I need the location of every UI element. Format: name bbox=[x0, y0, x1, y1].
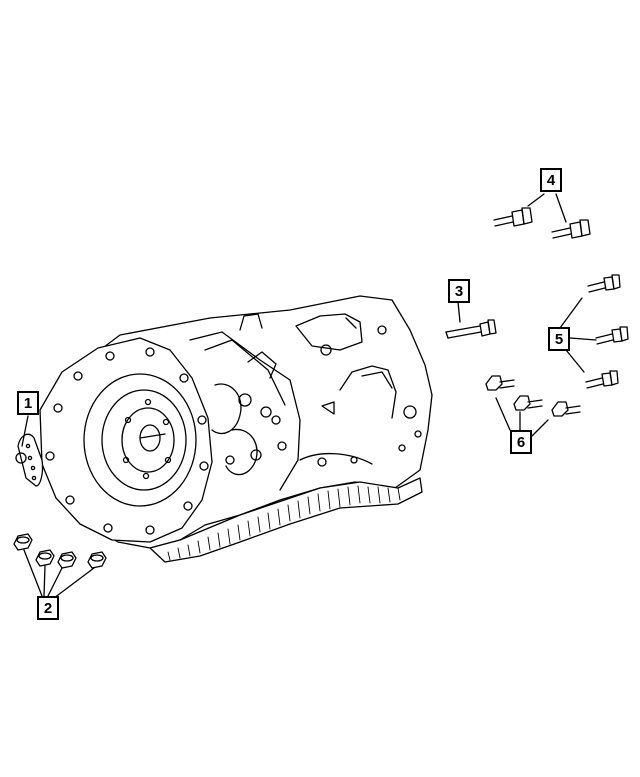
callout-2: 2 bbox=[37, 596, 59, 620]
part-4-bolts bbox=[493, 193, 591, 239]
callout-3: 3 bbox=[448, 279, 470, 303]
transmission-assembly bbox=[39, 295, 433, 563]
callout-6: 6 bbox=[510, 430, 532, 454]
callout-4: 4 bbox=[540, 168, 562, 192]
part-3-long-bolt bbox=[445, 301, 497, 339]
callout-1: 1 bbox=[17, 391, 39, 415]
part-6-bolts bbox=[485, 375, 581, 437]
callout-5: 5 bbox=[548, 327, 570, 351]
part-1-cover-plate bbox=[15, 415, 44, 487]
part-5-bolts bbox=[559, 274, 629, 389]
part-2-nuts bbox=[13, 533, 107, 599]
